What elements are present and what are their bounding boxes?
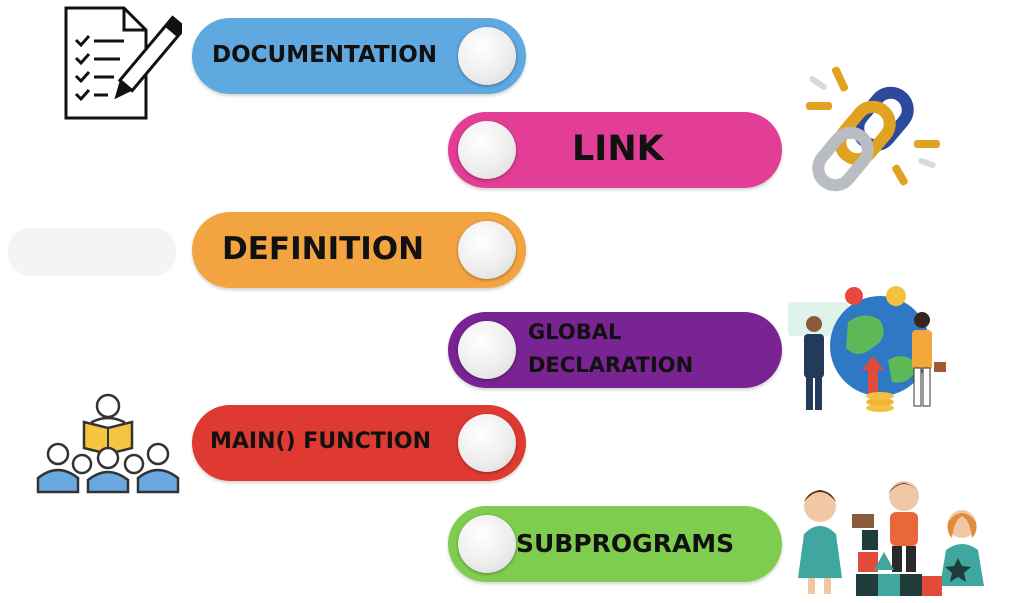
step-documentation-pill: DOCUMENTATION	[192, 18, 526, 94]
teacher-audience-icon	[36, 393, 180, 494]
step-definition-pill: DEFINITION	[192, 212, 526, 288]
step-documentation-label: DOCUMENTATION	[212, 42, 438, 68]
checklist-pencil-icon	[64, 6, 182, 120]
step-main-function-label: MAIN() FUNCTION	[210, 429, 432, 454]
step-link-label: LINK	[572, 129, 664, 169]
kids-building-blocks-icon	[798, 481, 984, 596]
step-definition-knob	[458, 221, 516, 279]
step-main-function-pill: MAIN() FUNCTION	[192, 405, 526, 481]
business-globe-icon	[788, 286, 946, 412]
blurred-banner	[8, 228, 176, 276]
step-global-declaration-label-line1: GLOBAL	[528, 320, 622, 344]
step-definition-label: DEFINITION	[222, 231, 425, 267]
step-subprograms-pill: SUBPROGRAMS	[448, 506, 782, 582]
broken-chain-icon	[806, 66, 940, 192]
step-documentation-knob	[458, 27, 516, 85]
step-global-declaration-pill: GLOBAL DECLARATION	[448, 312, 782, 388]
step-main-function-knob	[458, 414, 516, 472]
step-subprograms-label: SUBPROGRAMS	[516, 529, 735, 558]
step-global-declaration-knob	[458, 321, 516, 379]
step-subprograms-knob	[458, 515, 516, 573]
step-global-declaration-label-line2: DECLARATION	[528, 353, 694, 377]
step-link-pill: LINK	[448, 112, 782, 188]
step-link-knob	[458, 121, 516, 179]
